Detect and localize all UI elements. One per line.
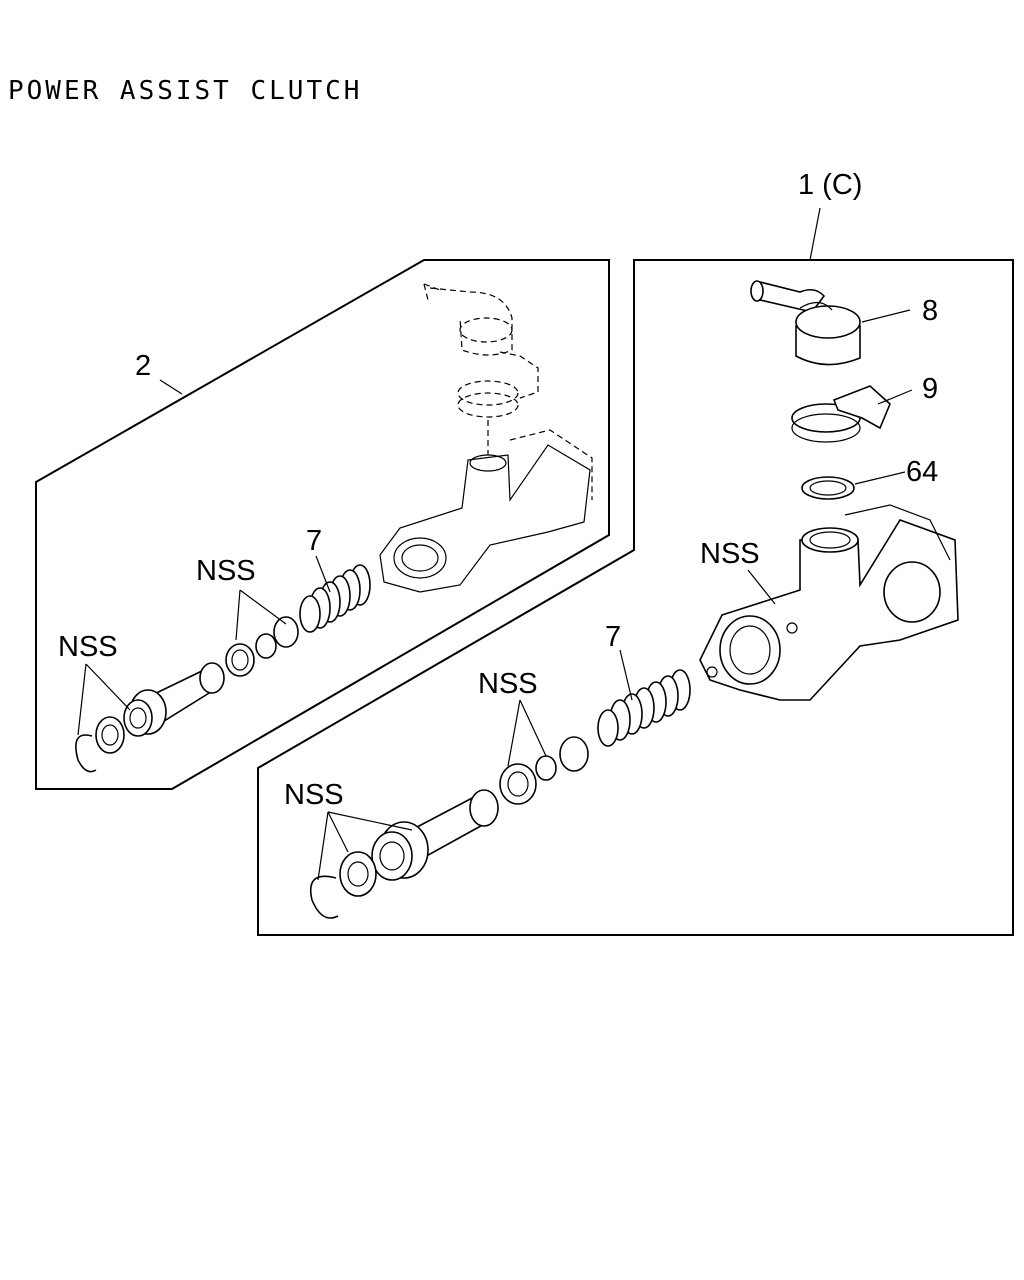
- right-hose-clamp: [791, 385, 891, 443]
- left-assembly-frame: [35, 259, 610, 790]
- right-assembly-frame: [257, 259, 1014, 936]
- callout-nss-left-top: NSS: [196, 555, 256, 587]
- callout-spring-left: 7: [306, 525, 322, 557]
- callout-nss-right-mid: NSS: [478, 668, 538, 700]
- callout-assembly-left: 2: [135, 350, 151, 382]
- callout-reservoir: 8: [922, 295, 938, 327]
- page-title: POWER ASSIST CLUTCH: [8, 76, 363, 106]
- left-seals: [225, 616, 299, 677]
- callout-assembly-right: 1 (C): [798, 169, 862, 201]
- callout-nss-right-bottom: NSS: [284, 779, 344, 811]
- left-piston: [123, 662, 225, 737]
- callout-grommet: 64: [906, 456, 938, 488]
- callout-hose-clamp: 9: [922, 373, 938, 405]
- left-spring: [299, 564, 371, 633]
- callout-nss-right-body: NSS: [700, 538, 760, 570]
- callout-nss-left-bottom: NSS: [58, 631, 118, 663]
- left-cylinder-body: [379, 429, 593, 593]
- right-grommet: [801, 476, 855, 500]
- right-cylinder-body: [699, 504, 959, 701]
- right-spring: [597, 669, 691, 747]
- left-assembly: [35, 259, 610, 790]
- left-circlip: [75, 716, 125, 773]
- right-reservoir: [750, 280, 861, 366]
- right-seals: [499, 736, 589, 805]
- callout-spring-right: 7: [605, 621, 621, 653]
- right-circlip: [310, 851, 377, 919]
- right-assembly: [257, 207, 1014, 936]
- right-piston: [371, 789, 499, 881]
- left-reservoir-outline: [423, 283, 539, 455]
